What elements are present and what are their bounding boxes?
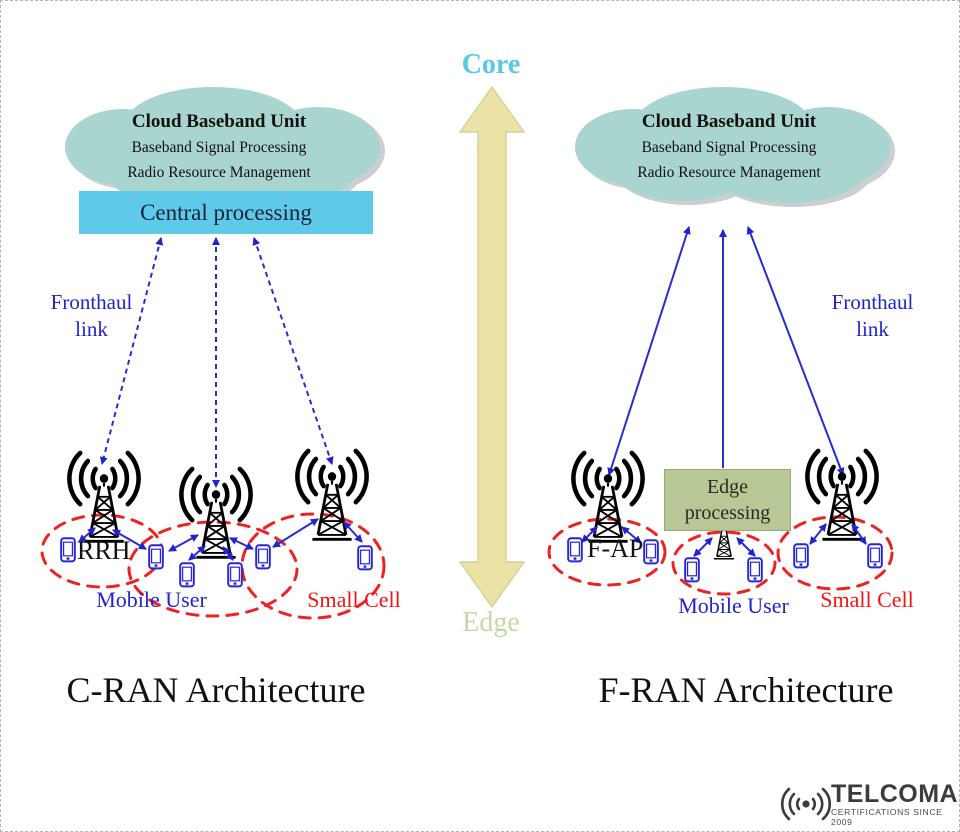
phone-icon: [747, 557, 763, 583]
telcoma-logo: TELCOMA CERTIFICATIONS SINCE 2009: [783, 781, 958, 827]
cran-cloud-title: Cloud Baseband Unit: [131, 111, 307, 132]
phone-icon: [179, 562, 195, 588]
fran-title: F-RAN Architecture: [598, 670, 894, 710]
fap-label: F-AP: [587, 534, 644, 563]
phone-icon: [60, 537, 76, 563]
cran-fronthaul-links: [99, 237, 334, 488]
edge-box-line1: Edge: [706, 476, 749, 498]
fran-cloud-title: Cloud Baseband Unit: [641, 111, 817, 132]
edge-processing-box: Edge processing: [664, 469, 791, 531]
phone-icon: [357, 545, 373, 571]
fran-cloud-line2: Radio Resource Management: [637, 164, 821, 181]
phone-icon: [567, 537, 583, 563]
fran-mobile-user-label: Mobile User: [678, 593, 789, 618]
phone-icon: [867, 543, 883, 569]
cran-mobile-user-label: Mobile User: [96, 587, 207, 612]
phone-icon: [255, 544, 271, 570]
fran-fap-tower-icon: [573, 453, 642, 541]
phone-icon: [684, 557, 700, 583]
rrh-label: RRH: [77, 536, 131, 565]
edge-label: Edge: [462, 607, 520, 638]
edge-box-line2: processing: [684, 502, 771, 524]
fran-fronthaul-label: Fronthaul link: [831, 290, 914, 341]
cran-cloud-line1: Baseband Signal Processing: [131, 139, 307, 156]
fran-small-cell-label: Small Cell: [820, 587, 914, 612]
phone-icon: [227, 562, 243, 588]
core-label: Core: [461, 49, 521, 80]
cran-small-cell-label: Small Cell: [307, 587, 401, 612]
phone-icon: [148, 544, 164, 570]
fran-edge-tower-icon: [713, 529, 735, 560]
central-processing-box: Central processing: [79, 191, 373, 234]
cran-cloud-line2: Radio Resource Management: [127, 164, 311, 181]
access-links: [78, 518, 867, 561]
cran-rrh-tower-1-icon: [69, 453, 138, 541]
telcoma-brand: TELCOMA: [831, 779, 959, 808]
fran-fronthaul-links: [607, 226, 845, 476]
telcoma-tagline: CERTIFICATIONS SINCE 2009: [831, 806, 943, 827]
fran-cloud-line1: Baseband Signal Processing: [641, 139, 817, 156]
fran-cloud-text: Cloud Baseband Unit Baseband Signal Proc…: [579, 109, 879, 185]
phone-icon: [643, 539, 659, 565]
core-edge-arrow: [458, 85, 526, 609]
cran-cloud-text: Cloud Baseband Unit Baseband Signal Proc…: [69, 109, 369, 185]
fran-smallcell-tower-icon: [807, 451, 876, 539]
cran-title: C-RAN Architecture: [66, 670, 366, 710]
phone-icon: [793, 543, 809, 569]
cran-fronthaul-label: Fronthaul link: [50, 290, 133, 341]
